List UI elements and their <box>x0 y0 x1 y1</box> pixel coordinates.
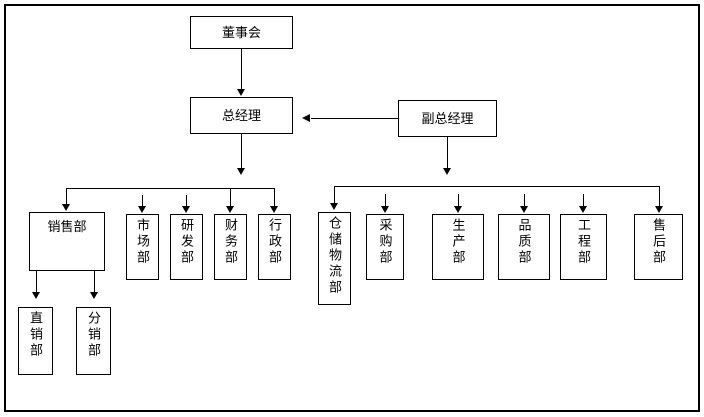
node-purchasing-label: 采购部 <box>377 218 393 266</box>
edge-deputy-to-quality-line <box>524 194 525 207</box>
edge-deputy-to-production-line <box>458 194 459 207</box>
node-finance[interactable]: 财务部 <box>214 214 247 280</box>
edge-deputy-to-gm-line <box>311 118 398 119</box>
right-group-bus-line <box>334 186 659 187</box>
node-quality[interactable]: 品质部 <box>498 214 550 280</box>
edge-deputy-to-after-sales-arrow-icon <box>655 206 663 213</box>
node-engineering-label: 工程部 <box>576 218 591 266</box>
edge-gm-to-marketing-arrow-icon <box>138 206 146 213</box>
edge-gm-to-finance-line <box>230 188 231 208</box>
node-after-sales-label: 售后部 <box>651 218 666 266</box>
edge-board-to-gm-line <box>241 49 242 90</box>
edge-deputy-to-engineering-line <box>583 194 584 207</box>
edge-gm-drop-line <box>241 134 242 169</box>
node-finance-label: 财务部 <box>223 218 238 266</box>
node-general-manager-label: 总经理 <box>221 107 261 123</box>
edge-deputy-to-warehouse-line <box>334 186 335 203</box>
edge-sales-to-distribution-arrow-icon <box>90 292 98 299</box>
node-production-label: 生产部 <box>450 218 466 266</box>
node-warehouse-logistics[interactable]: 仓储物流部 <box>318 212 351 305</box>
node-rnd-label: 研发部 <box>179 218 194 266</box>
edge-sales-to-direct-arrow-icon <box>32 292 40 299</box>
edge-deputy-to-quality-arrow-icon <box>520 206 528 213</box>
node-board[interactable]: 董事会 <box>190 16 293 49</box>
node-purchasing[interactable]: 采购部 <box>366 214 404 280</box>
node-direct-sales-label: 直销部 <box>28 311 43 359</box>
diagram-border <box>4 4 700 412</box>
edge-deputy-to-gm-arrow-icon <box>302 114 310 122</box>
edge-gm-to-sales-line <box>66 188 67 205</box>
node-general-manager[interactable]: 总经理 <box>190 97 293 134</box>
node-sales[interactable]: 销售部 <box>29 212 105 271</box>
edge-sales-to-direct-line <box>36 271 37 293</box>
node-board-label: 董事会 <box>221 24 261 40</box>
edge-deputy-to-purchasing-line <box>385 194 386 207</box>
edge-gm-to-administration-arrow-icon <box>270 206 278 213</box>
edge-deputy-to-engineering-arrow-icon <box>579 206 587 213</box>
node-rnd[interactable]: 研发部 <box>170 214 203 280</box>
node-engineering[interactable]: 工程部 <box>560 214 607 280</box>
edge-gm-to-administration-line <box>274 188 275 208</box>
node-marketing-label: 市场部 <box>135 218 150 266</box>
edge-gm-to-sales-arrow-icon <box>62 204 70 211</box>
edge-gm-to-marketing-line <box>142 195 143 208</box>
node-deputy-general-manager[interactable]: 副总经理 <box>398 100 497 137</box>
node-administration-label: 行政部 <box>267 218 282 266</box>
node-warehouse-logistics-label: 仓储物流部 <box>327 216 342 296</box>
edge-gm-to-finance-arrow-icon <box>226 206 234 213</box>
edge-deputy-drop-line <box>447 137 448 169</box>
node-after-sales[interactable]: 售后部 <box>634 214 683 280</box>
edge-deputy-to-purchasing-arrow-icon <box>381 206 389 213</box>
edge-sales-to-distribution-line <box>94 271 95 293</box>
edge-gm-to-rnd-line <box>186 195 187 208</box>
node-quality-label: 品质部 <box>516 218 532 266</box>
edge-gm-to-rnd-arrow-icon <box>182 206 190 213</box>
edge-deputy-drop-arrow-icon <box>443 168 451 175</box>
edge-board-to-gm-arrow-icon <box>237 89 245 96</box>
edge-deputy-to-after-sales-line <box>659 186 660 207</box>
node-administration[interactable]: 行政部 <box>258 214 291 280</box>
node-direct-sales[interactable]: 直销部 <box>18 307 53 375</box>
node-deputy-general-manager-label: 副总经理 <box>421 110 474 126</box>
edge-gm-drop-arrow-icon <box>237 168 245 175</box>
left-group-bus-line <box>66 188 275 189</box>
edge-deputy-to-production-arrow-icon <box>454 206 462 213</box>
node-production[interactable]: 生产部 <box>432 214 484 280</box>
edge-deputy-to-warehouse-arrow-icon <box>330 203 338 210</box>
node-distribution[interactable]: 分销部 <box>76 307 111 375</box>
node-marketing[interactable]: 市场部 <box>126 214 159 280</box>
node-sales-label: 销售部 <box>47 219 87 234</box>
node-distribution-label: 分销部 <box>86 311 101 359</box>
